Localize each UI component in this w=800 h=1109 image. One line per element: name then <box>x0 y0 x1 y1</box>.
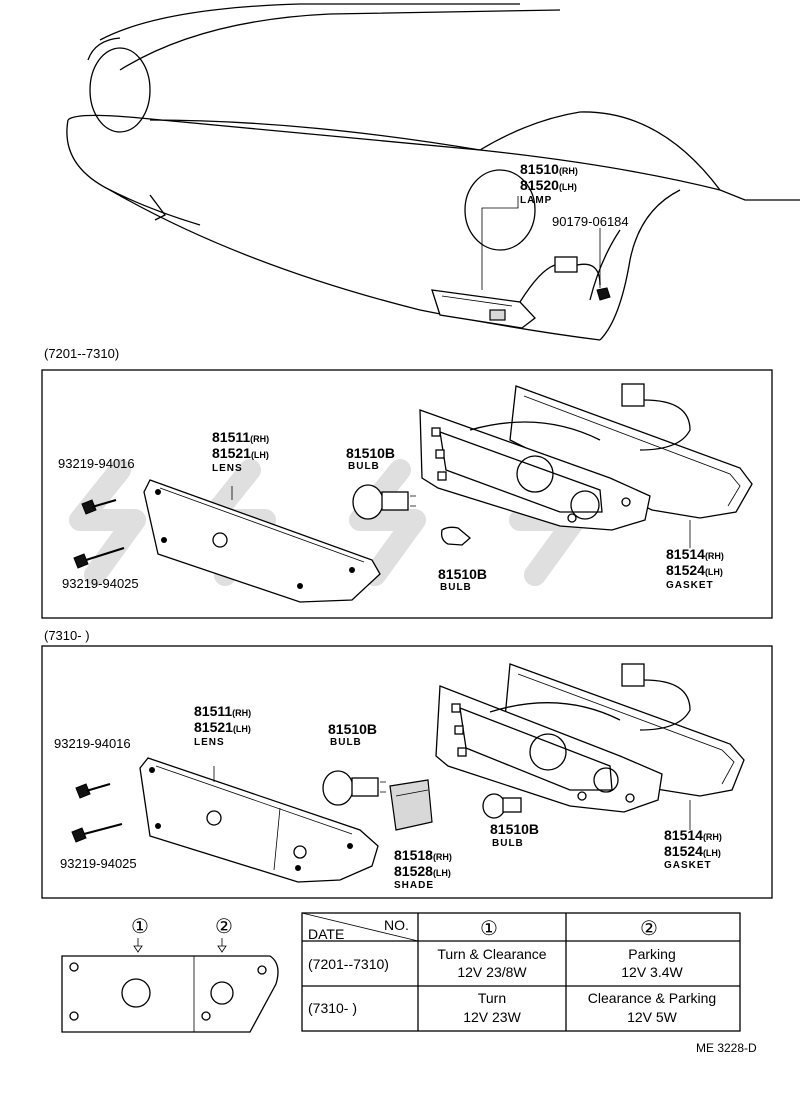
table-row-1-col2-line2: 12V 3.4W <box>621 964 683 980</box>
connector-icon <box>621 383 645 407</box>
svg-text:81510B: 81510B <box>490 821 539 837</box>
position-marker-1: ① <box>131 916 149 938</box>
svg-text:SHADE: SHADE <box>394 880 434 891</box>
svg-text:81518(RH): 81518(RH) <box>394 847 452 863</box>
section-late-shade <box>389 779 433 831</box>
svg-text:BULB: BULB <box>492 838 524 849</box>
section-early-bulb-small-callout: 81510B BULB <box>438 566 487 593</box>
table-row-2-col2-line1: Clearance & Parking <box>588 990 716 1006</box>
section-early-lens-callout: 81511(RH) 81521(LH) LENS <box>212 429 269 474</box>
svg-text:BULB: BULB <box>348 461 380 472</box>
lamp-lens-segment <box>489 309 506 321</box>
fender-round-bezel <box>464 169 536 251</box>
svg-text:81514(RH): 81514(RH) <box>664 827 722 843</box>
screw-long-part-number: 93219-94025 <box>62 576 139 591</box>
svg-text:81521(LH): 81521(LH) <box>194 719 251 735</box>
svg-text:LENS: LENS <box>194 737 225 748</box>
car-front-illustration <box>66 3 800 341</box>
svg-text:81510B: 81510B <box>346 445 395 461</box>
section-early-housing <box>419 383 753 531</box>
section-late-screws <box>71 783 123 843</box>
section-early-bulb-large-callout: 81510B BULB <box>346 445 395 472</box>
bulb-socket-2 <box>210 981 234 1005</box>
svg-text:LAMP: LAMP <box>520 195 552 206</box>
section-late-date: (7310- ) <box>44 628 90 643</box>
section-late-bulb-large-callout: 81510B BULB <box>328 721 377 748</box>
section-early-bulb-large <box>352 484 416 520</box>
svg-text:81524(LH): 81524(LH) <box>664 843 721 859</box>
table-row-1-col1-line2: 12V 23/8W <box>457 964 527 980</box>
table-header-no: NO. <box>384 917 409 933</box>
svg-text:81520(LH): 81520(LH) <box>520 177 577 193</box>
section-early-screws <box>73 499 125 569</box>
table-row-1-col2-line1: Parking <box>628 946 675 962</box>
section-late-housing <box>435 663 745 813</box>
table-row-2-col2-line2: 12V 5W <box>627 1009 678 1025</box>
screw-short-part-number: 93219-94016 <box>58 456 135 471</box>
svg-text:81510B: 81510B <box>328 721 377 737</box>
section-late-bulb-small-callout: 81510B BULB <box>490 821 539 849</box>
screw-long-part-number: 93219-94025 <box>60 856 137 871</box>
headlight-left <box>89 47 151 133</box>
svg-text:81528(LH): 81528(LH) <box>394 863 451 879</box>
position-marker-2: ② <box>215 916 233 938</box>
section-early-lens <box>143 479 381 603</box>
svg-text:81511(RH): 81511(RH) <box>194 703 251 719</box>
screw-long-icon <box>71 827 87 843</box>
screw-short-part-number: 93219-94016 <box>54 736 131 751</box>
section-early-bulb-small <box>440 526 472 546</box>
bulb-table: NO. DATE ① ② (7201--7310) Turn & Clearan… <box>301 912 741 1032</box>
header-diagonal <box>301 912 419 942</box>
table-col-1-marker: ① <box>480 918 498 940</box>
section-early-gasket-callout: 81514(RH) 81524(LH) GASKET <box>666 546 724 591</box>
section-late-lens-callout: 81511(RH) 81521(LH) LENS <box>194 703 251 748</box>
position-diagram: ① ② <box>61 916 279 1033</box>
svg-text:GASKET: GASKET <box>664 860 712 871</box>
table-row-1-date: (7201--7310) <box>308 956 389 972</box>
table-col-2-marker: ② <box>640 918 658 940</box>
svg-text:81510(RH): 81510(RH) <box>520 161 578 177</box>
table-row-2-col1-line1: Turn <box>478 990 506 1006</box>
section-late-lens <box>139 757 379 883</box>
table-row-1-col1-line1: Turn & Clearance <box>437 946 546 962</box>
section-late-shade-callout: 81518(RH) 81528(LH) SHADE <box>394 847 452 891</box>
svg-text:81524(LH): 81524(LH) <box>666 562 723 578</box>
svg-text:BULB: BULB <box>440 582 472 593</box>
figure-code: ME 3228-D <box>696 1041 757 1055</box>
section-late-frame <box>41 645 773 899</box>
arrow-down-icon <box>217 938 227 953</box>
lamp-connector <box>554 256 578 273</box>
table-header-date: DATE <box>308 926 344 942</box>
section-early-frame <box>41 369 773 619</box>
section-early-date: (7201--7310) <box>44 346 119 361</box>
connector-icon <box>621 663 645 687</box>
svg-text:81521(LH): 81521(LH) <box>212 445 269 461</box>
arrow-down-icon <box>133 938 143 953</box>
clearance-lamp-unit <box>431 289 536 329</box>
section-late-bulb-small <box>482 793 522 819</box>
lamp-assembly-callout: 81510(RH) 81520(LH) LAMP <box>520 161 578 206</box>
svg-text:LENS: LENS <box>212 463 243 474</box>
section-late-bulb-large <box>322 770 386 806</box>
screw-long-icon <box>73 553 89 569</box>
screw-short-icon <box>75 783 91 799</box>
svg-text:GASKET: GASKET <box>666 580 714 591</box>
table-row-2-col1-line2: 12V 23W <box>463 1009 521 1025</box>
svg-text:81514(RH): 81514(RH) <box>666 546 724 562</box>
bulb-socket-1 <box>121 978 151 1008</box>
screw-short-icon <box>81 499 97 515</box>
svg-text:81511(RH): 81511(RH) <box>212 429 269 445</box>
section-late-gasket-callout: 81514(RH) 81524(LH) GASKET <box>664 827 722 871</box>
table-row-2-date: (7310- ) <box>308 1000 357 1016</box>
nut-part-number: 90179-06184 <box>552 214 629 229</box>
svg-text:BULB: BULB <box>330 737 362 748</box>
svg-text:81510B: 81510B <box>438 566 487 582</box>
nut-icon <box>596 287 611 301</box>
